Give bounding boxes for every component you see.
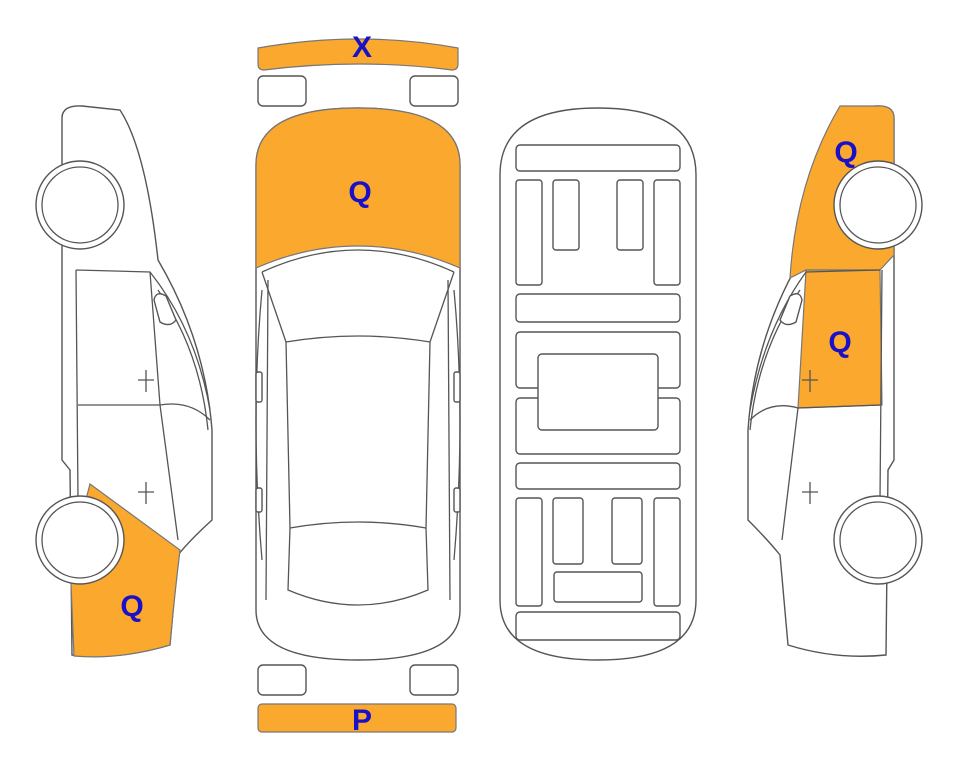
- right-front-door-label: Q: [828, 326, 851, 359]
- car-top-view: [255, 107, 461, 661]
- car-left-side-view: [35, 105, 213, 658]
- left-rear-quarter-label: Q: [120, 590, 143, 623]
- rear-bumper[interactable]: [257, 703, 457, 733]
- front-bumper[interactable]: [257, 38, 459, 71]
- front-right-light[interactable]: [409, 75, 459, 107]
- undercarriage-view: [499, 107, 697, 661]
- rear-right-light[interactable]: [409, 664, 459, 696]
- rear-bumper-label: P: [352, 704, 372, 737]
- front-bumper-label: X: [352, 31, 372, 64]
- car-right-side-view: [747, 105, 923, 657]
- front-left-light[interactable]: [257, 75, 307, 107]
- right-front-fender-label: Q: [834, 136, 857, 169]
- right-front-door[interactable]: [797, 269, 883, 409]
- rear-left-light[interactable]: [257, 664, 307, 696]
- hood[interactable]: [255, 107, 461, 269]
- hood-label: Q: [348, 176, 371, 209]
